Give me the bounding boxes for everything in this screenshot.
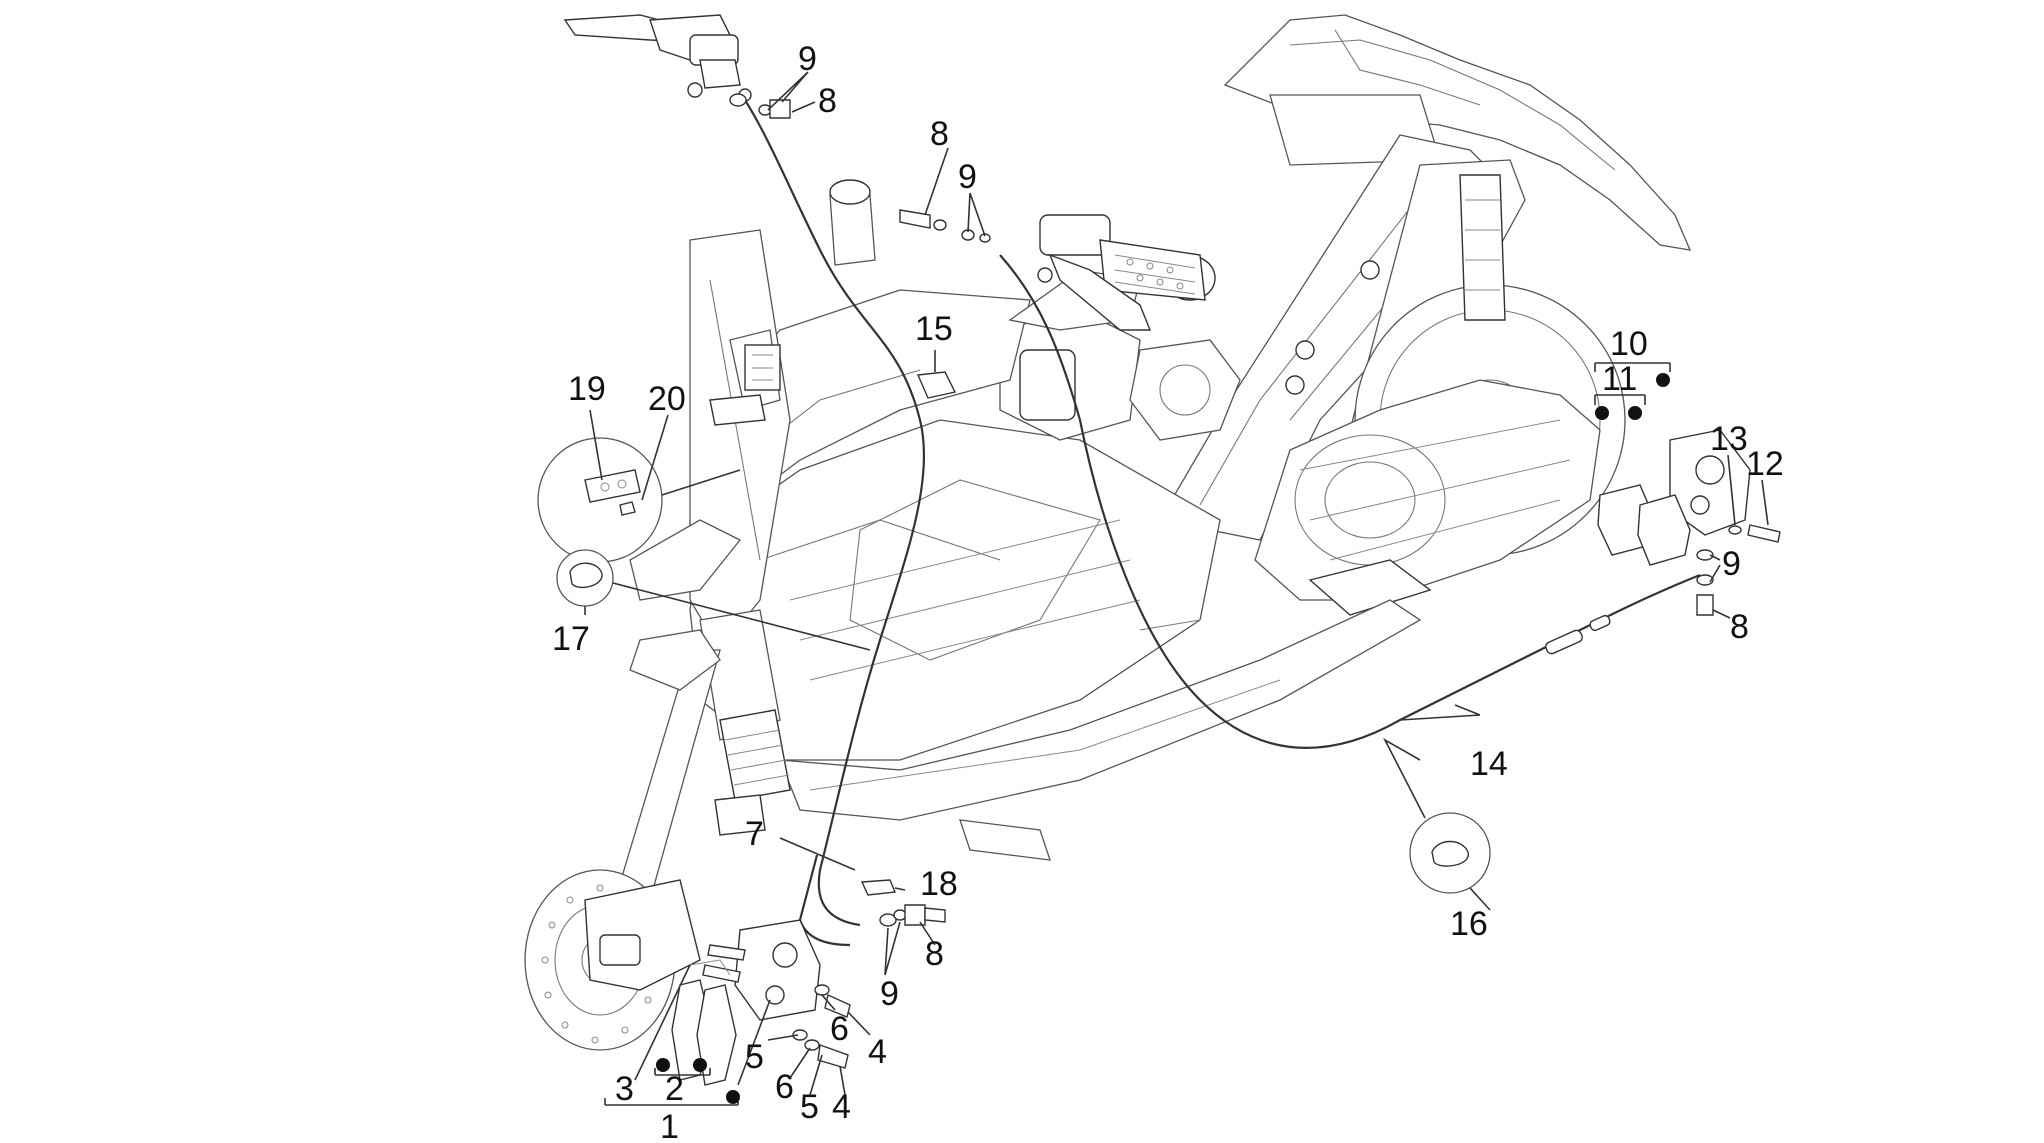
leader-lines bbox=[584, 71, 1769, 1106]
upper-banjo-fittings bbox=[729, 93, 991, 243]
callout-8-top-left: 8 bbox=[818, 82, 837, 120]
callout-4-lower: 4 bbox=[832, 1088, 851, 1126]
callout-15: 15 bbox=[915, 310, 953, 348]
callout-9-top-left: 9 bbox=[798, 40, 817, 78]
callout-8-rear: 8 bbox=[1730, 608, 1749, 646]
callout-3: 3 bbox=[615, 1070, 634, 1108]
callout-11: 11 bbox=[1602, 360, 1637, 398]
callout-9-top-center: 9 bbox=[958, 158, 977, 196]
callout-5-right: 5 bbox=[800, 1088, 819, 1126]
callout-16: 16 bbox=[1450, 905, 1488, 943]
detail-bubble-17 bbox=[556, 549, 871, 651]
callout-numbers: 9 8 8 9 15 19 20 17 10 11 13 12 9 8 14 1… bbox=[552, 40, 1784, 1143]
callout-6-lower: 6 bbox=[775, 1068, 794, 1106]
callout-12: 12 bbox=[1746, 445, 1784, 483]
callout-9-lower: 9 bbox=[880, 975, 899, 1013]
callout-4-upper: 4 bbox=[868, 1033, 887, 1071]
hose-clips bbox=[860, 371, 957, 896]
callout-17: 17 bbox=[552, 620, 590, 658]
callout-8-top-center: 8 bbox=[930, 115, 949, 153]
rear-caliper-exploded bbox=[1597, 429, 1781, 616]
right-brake-lever-assembly bbox=[1037, 214, 1216, 331]
callout-2: 2 bbox=[665, 1070, 684, 1108]
front-caliper-exploded bbox=[671, 904, 946, 1086]
detail-bubble-19-20 bbox=[537, 437, 741, 563]
callout-5-left: 5 bbox=[745, 1038, 764, 1076]
callout-7: 7 bbox=[745, 815, 764, 853]
detail-bubble-16 bbox=[1383, 737, 1491, 911]
scooter-frame bbox=[524, 14, 1692, 1051]
callout-18: 18 bbox=[920, 865, 958, 903]
callout-13: 13 bbox=[1710, 420, 1748, 458]
callout-6-upper: 6 bbox=[830, 1010, 849, 1048]
callout-9-rear: 9 bbox=[1722, 545, 1741, 583]
callout-1: 1 bbox=[660, 1108, 679, 1143]
callout-19: 19 bbox=[568, 370, 606, 408]
brake-hoses bbox=[744, 99, 1701, 947]
callout-10: 10 bbox=[1610, 325, 1648, 363]
left-brake-lever-assembly bbox=[563, 14, 752, 102]
callout-20: 20 bbox=[648, 380, 686, 418]
kit-markers bbox=[656, 373, 1670, 1104]
front-brake-hose bbox=[744, 99, 926, 927]
callout-8-lower: 8 bbox=[925, 935, 944, 973]
callout-14: 14 bbox=[1470, 745, 1508, 783]
